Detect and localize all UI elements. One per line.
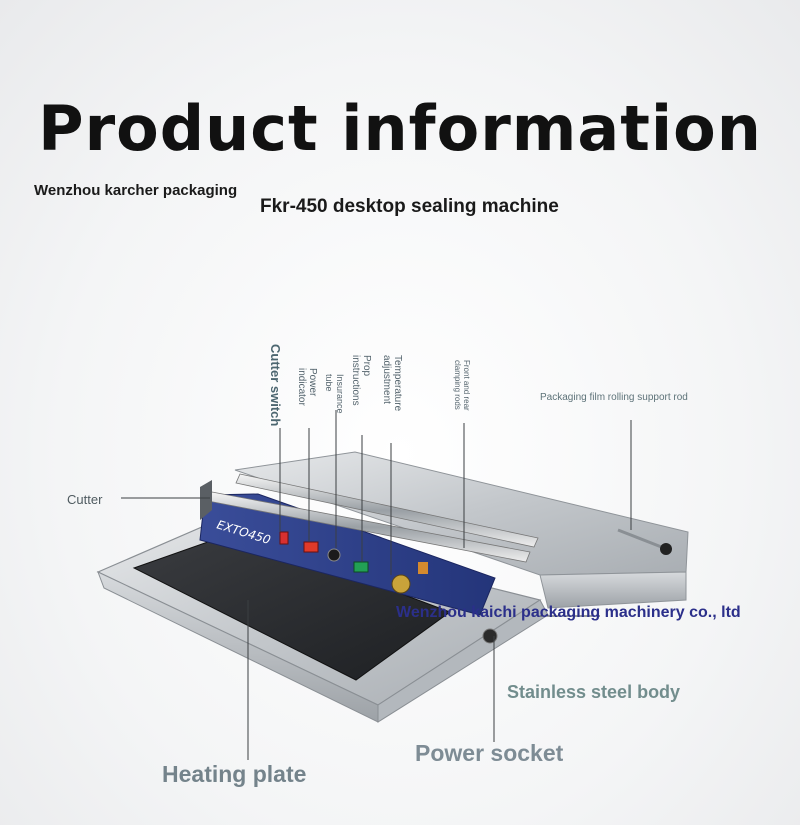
model-name: Fkr-450 desktop sealing machine <box>260 196 559 217</box>
rear-housing <box>234 451 689 576</box>
prop-indicator-light <box>353 561 369 573</box>
control-panel <box>199 493 496 616</box>
label-prop-instructions: Prop instructions <box>350 355 372 406</box>
power-socket <box>482 628 498 644</box>
label-stainless-body: Stainless steel body <box>507 682 681 702</box>
cutter-switch-button[interactable] <box>279 531 289 545</box>
clamping-rod-rear <box>235 473 539 548</box>
label-heating-plate: Heating plate <box>162 761 307 787</box>
orange-connector <box>418 562 428 574</box>
label-clamping-rods: Front and rear clamping rods <box>453 360 471 411</box>
leader-lines <box>121 410 632 760</box>
power-indicator-light <box>303 541 319 553</box>
temperature-knob[interactable] <box>391 574 411 594</box>
label-temperature-adjustment: Temperature adjustment <box>381 355 403 412</box>
label-power-socket: Power socket <box>415 740 564 766</box>
company-name-bottom: Wenzhou kaichi packaging machinery co., … <box>396 604 741 621</box>
company-name-top: Wenzhou karcher packaging <box>34 182 238 199</box>
support-rod-knob <box>660 543 672 555</box>
insurance-tube-knob <box>327 548 341 562</box>
rear-housing-side <box>539 571 687 609</box>
cutter-frame <box>200 480 212 520</box>
label-insurance-tube: Insurance tube <box>324 374 345 414</box>
page-title: Product information <box>38 92 762 165</box>
heating-plate <box>132 531 452 681</box>
label-support-rod: Packaging film rolling support rod <box>540 392 688 403</box>
label-power-indicator: Power indicator <box>296 368 318 406</box>
support-rod <box>617 528 665 550</box>
label-cutter-switch: Cutter switch <box>268 344 283 427</box>
label-cutter: Cutter <box>67 492 103 507</box>
